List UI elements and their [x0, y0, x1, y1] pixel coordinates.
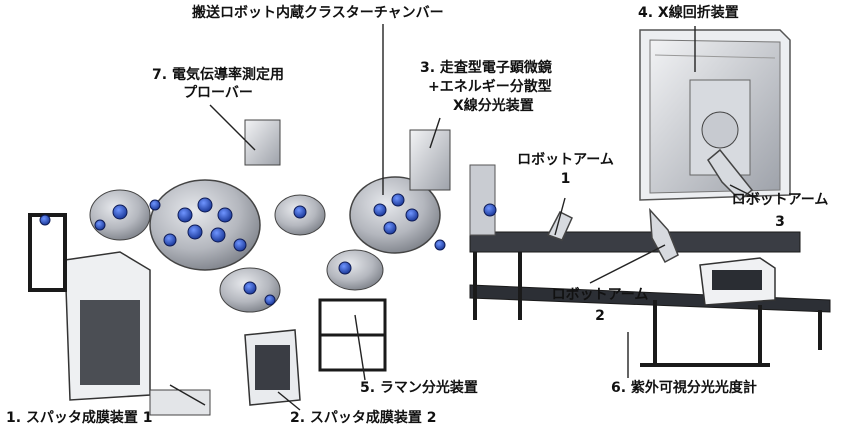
- label-sem-line1: 3. 走査型電子顕微鏡: [420, 60, 552, 76]
- viewports: [39, 193, 497, 306]
- label-robot3-num: 3: [775, 214, 785, 230]
- leader-lines: [169, 24, 761, 411]
- leader-raman: [354, 314, 366, 381]
- leader-robot3: [729, 184, 761, 201]
- label-probe-line2: プローバー: [183, 85, 253, 101]
- label-sem-line3: X線分光装置: [453, 98, 534, 114]
- label-cluster-chamber: 搬送ロボット内蔵クラスターチャンバー: [192, 5, 444, 21]
- leader-robot1: [554, 197, 566, 236]
- sputter1-cabinet: [28, 213, 211, 416]
- label-xrd: 4. X線回折装置: [638, 5, 739, 21]
- raman-frame: [318, 298, 387, 372]
- label-uvvis: 6. 紫外可視分光光度計: [611, 380, 757, 396]
- vacuum-chambers: [89, 119, 496, 313]
- leader-probe: [209, 104, 256, 151]
- sputter2-cabinet: [244, 329, 301, 406]
- leader-robot2: [589, 244, 666, 284]
- label-robot2-num: 2: [595, 308, 605, 324]
- label-robot1-num: 1: [560, 171, 571, 187]
- label-robot1-name: ロボットアーム: [517, 152, 614, 168]
- leader-sputter1: [169, 384, 206, 406]
- leader-sem: [429, 117, 441, 149]
- xrd-cabinet: [639, 29, 791, 201]
- label-raman: 5. ラマン分光装置: [360, 380, 478, 396]
- label-robot3-name: ロボットアーム: [731, 192, 829, 208]
- label-sputter1: 1. スパッタ成膜装置 1: [6, 410, 153, 426]
- leader-sputter2: [277, 391, 301, 411]
- uvvis-unit: [699, 257, 776, 306]
- label-sem-line2: +エネルギー分散型: [428, 79, 552, 95]
- label-sputter2: 2. スパッタ成膜装置 2: [290, 410, 437, 426]
- robot-arms: [546, 148, 754, 264]
- label-robot2-name: ロボットアーム: [551, 287, 649, 303]
- label-probe-line1: 7. 電気伝導率測定用: [152, 67, 284, 83]
